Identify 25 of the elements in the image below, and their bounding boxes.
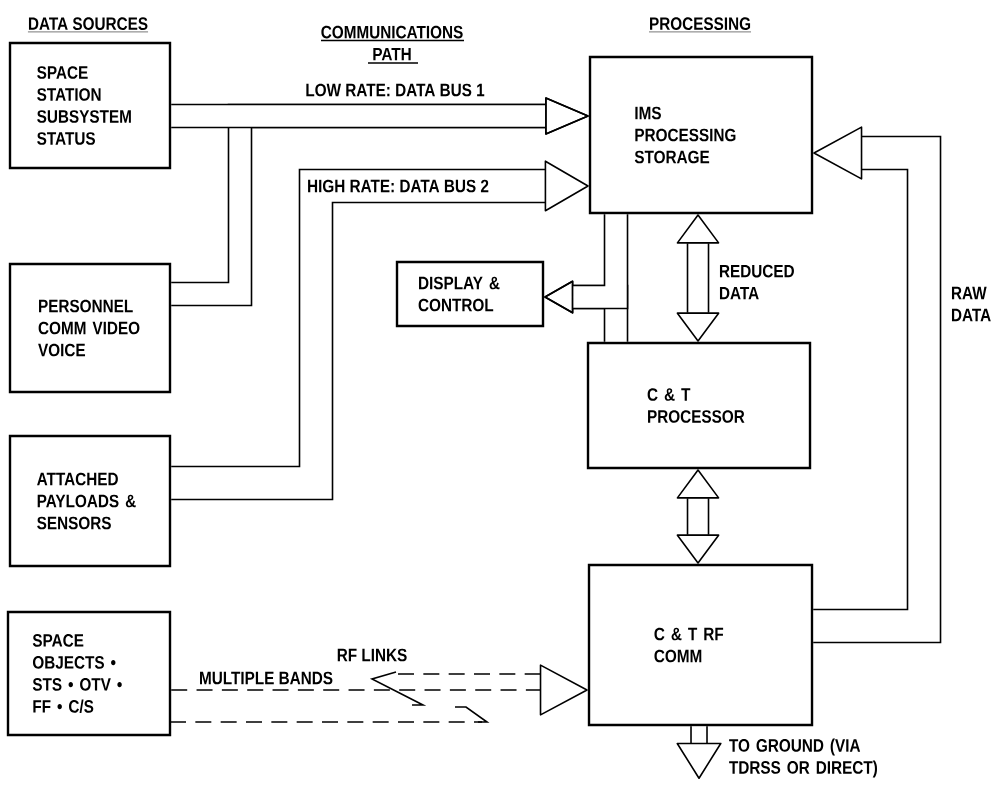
arrow	[171, 160, 589, 501]
process-box: C & T RF COMM	[587, 563, 814, 727]
edge-label: RF LINKS	[337, 648, 407, 662]
process-box: ATTACHED PAYLOADS & SENSORS	[8, 434, 172, 568]
arrow	[171, 97, 589, 135]
heading: DATA SOURCES	[27, 17, 149, 33]
process-box: SPACE STATION SUBSYSTEM STATUS	[8, 41, 172, 170]
arrow	[676, 469, 720, 564]
edge-label: LOW RATE: DATA BUS 1	[306, 83, 485, 97]
process-box: IMS PROCESSING STORAGE	[588, 55, 814, 215]
process-box: SPACE OBJECTS • STS • OTV • FF • C/S	[6, 610, 172, 737]
arrow	[813, 126, 942, 644]
text-label: MULTIPLE BANDS	[200, 671, 333, 685]
arrow	[170, 664, 588, 716]
edge-label: REDUCED DATA	[719, 264, 794, 300]
arrow	[676, 214, 720, 342]
process-box: PERSONNEL COMM VIDEO VOICE	[8, 262, 172, 394]
process-box: C & T PROCESSOR	[586, 341, 812, 470]
arrow	[676, 726, 722, 779]
arrow	[544, 214, 629, 314]
heading: COMMUNICATIONS PATH	[320, 25, 465, 64]
edge-label: RAW DATA	[951, 286, 991, 322]
heading: PROCESSING	[648, 17, 752, 33]
edge-label: TO GROUND (VIA TDRSS OR DIRECT)	[729, 738, 877, 778]
process-box: DISPLAY & CONTROL	[395, 260, 545, 328]
